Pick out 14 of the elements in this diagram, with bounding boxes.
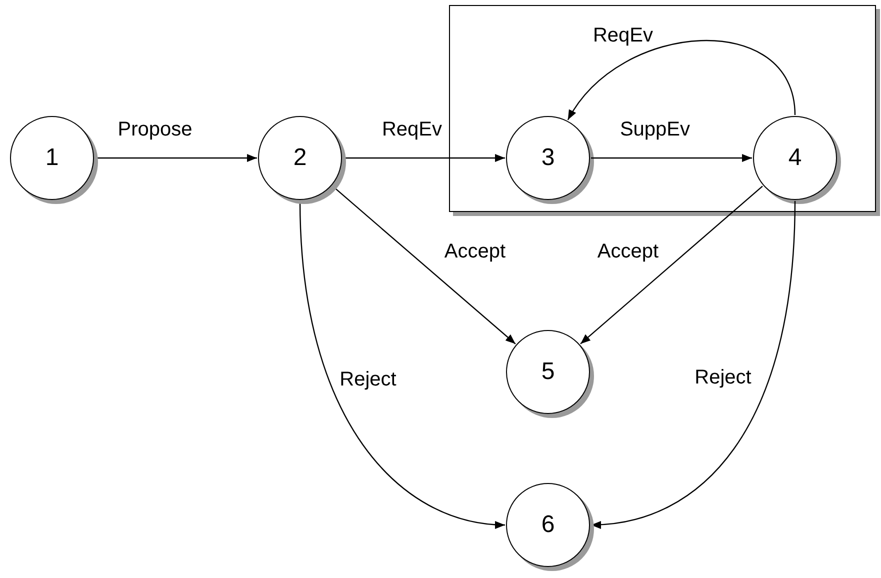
edge-label: Accept [442,240,508,264]
state-number: 5 [541,358,555,386]
state-number: 2 [293,144,307,172]
transition-arrow [580,186,763,344]
edge-label: Accept [595,240,661,264]
transition-arrow [343,154,505,162]
transition-arrow [95,154,257,162]
transition-arrow [591,154,752,162]
edge-label: SuppEv [618,118,692,142]
state-number: 4 [788,144,802,172]
state-number: 6 [541,511,555,539]
state-number: 3 [541,144,555,172]
transition-arrow [567,40,796,120]
state-number: 1 [45,144,59,172]
